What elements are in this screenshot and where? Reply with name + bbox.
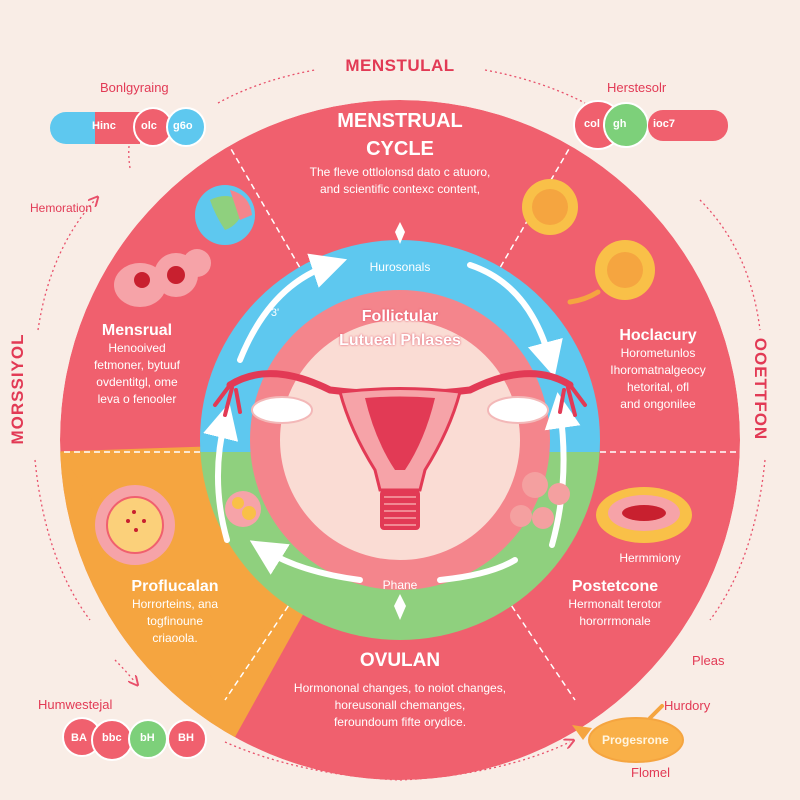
segment-menstrual-line: leva o fenooler [97,392,177,406]
progesterone-pill-icon [572,704,684,763]
small-mark-left: 3' [270,307,280,319]
follicle-icon-orange [95,485,175,565]
right-vertical-label: OOETTFON [751,337,770,441]
segment-ovulan-line: feroundoum fifte orydice. [333,715,467,729]
pill-text: olc [141,120,157,132]
center-subtitle-line2: and scientific contexc content, [319,182,481,196]
segment-postetcone-line: hororrmonale [579,614,651,628]
segment-proflucalan-title: Proflucalan [131,578,219,595]
pill-group-top-left [50,107,206,147]
pill-group-bottom-left [62,717,207,761]
segment-proflucalan-line: criaoola. [152,631,198,645]
diamond-marker-top [395,222,405,244]
segment-menstrual-line: Henooived [108,341,166,355]
inner-title: Follictular Lutueal Phlases [300,305,500,353]
segment-ovulan-line: Hormononal changes, to noiot changes, [293,681,507,695]
ring-top-label: Hurosonals [369,260,431,274]
center-title-line1: MENSTRUAL [337,110,463,132]
segment-menstrual-line: fetmoner, bytuuf [93,358,181,372]
pill-text: BH [178,732,194,744]
center-title: MENSTRUAL CYCLE [300,107,500,163]
segment-hoclacury-line: hetorital, ofl [626,380,690,394]
pill-text: col [584,118,600,130]
segment-ovulan-title: OVULAN [359,650,441,671]
segment-hoclacury-title: Hoclacury [619,327,697,344]
cycle-arrows [203,253,581,583]
segment-postetcone-line: Hermonalt terotor [568,597,662,611]
uterus-illustration [213,370,587,530]
follicle-icon-mid [567,240,655,305]
segment-hoclacury-line: and ongonilee [620,397,696,411]
label-herstesolr: Herstesolr [607,80,667,95]
top-title: MENSTULAL [345,56,455,75]
label-humwestejal: Humwestejal [38,697,113,712]
segment-hoclacury-line: Horometunlos [620,346,696,360]
flower-cluster-right [510,472,570,529]
left-vertical-label: MORSSIYOL [8,333,27,445]
tissue-left-icon [114,263,166,307]
pill-text: BA [71,732,87,744]
segment-menstrual-line: ovdentitgl, ome [96,375,178,389]
segment-proflucalan-text: Proflucalan Horrorteins, ana togfinoune … [110,578,240,647]
label-hurdory: Hurdory [664,698,711,713]
follicle-icon-top [522,179,578,235]
center-subtitle: The fleve ottlolonsd dato c atuoro, and … [250,164,550,198]
segment-proflucalan-line: togfinoune [146,614,204,628]
segment-postetcone-title: Postetcone [571,578,659,595]
pill-text: g6o [173,120,193,132]
ring-bottom-label: Phane [382,578,418,592]
pill-text: gh [613,118,627,130]
pill-text: ioc7 [653,118,676,130]
segment-ovulan-line: horeusonall chemanges, [334,698,466,712]
pill-group-top-right [573,100,728,150]
pill-text: Hinc [92,120,116,132]
inner-title-line1: Follictular [361,308,439,325]
label-bonlgyraing: Bonlgyraing [100,80,169,95]
segment-ovulan-text: OVULAN Hormononal changes, to noiot chan… [240,650,560,731]
center-subtitle-line1: The fleve ottlolonsd dato c atuoro, [309,165,491,179]
diamond-marker-bottom [394,594,406,620]
segment-proflucalan-line: Horrorteins, ana [131,597,219,611]
segment-postetcone-caption: Hermmiony [619,551,681,565]
flower-left [225,491,261,527]
label-hemoration: Hemoration [30,201,93,215]
segment-hoclacury-line: Ihoromatnalgeocy [610,363,706,377]
pill-text: bH [140,732,155,744]
progesterone-pill-text: Progesrone [602,733,669,747]
segment-postetcone-text: Postetcone Hermonalt terotor hororrmonal… [545,578,685,630]
segment-menstrual-title: Mensrual [101,322,173,339]
segment-hoclacury-text: Hoclacury Horometunlos Ihoromatnalgeocy … [588,327,728,413]
ovary-right [487,396,549,424]
segment-menstrual-text: Mensrual Henooived fetmoner, bytuuf ovde… [62,322,212,408]
globe-icon [154,185,255,297]
center-title-line2: CYCLE [366,138,434,160]
inner-title-line2: Lutueal Phlases [339,332,461,349]
corpus-luteum-icon [596,487,692,543]
label-pleas: Pleas [692,653,725,668]
label-flomel: Flomel [631,765,671,780]
pill-text: bbc [102,732,122,744]
ovary-left [251,396,313,424]
